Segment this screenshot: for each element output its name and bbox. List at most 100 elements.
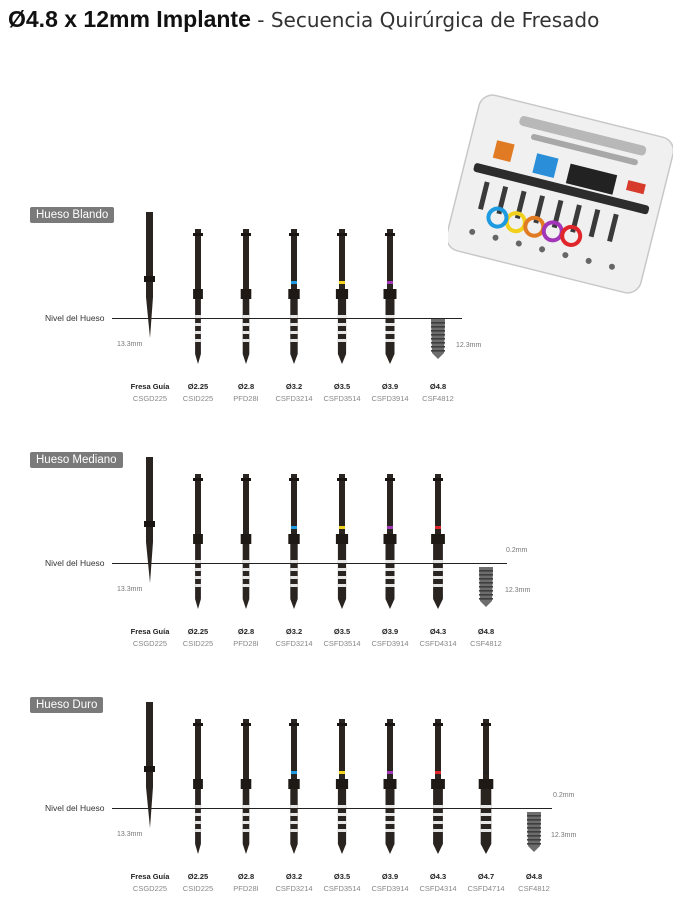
drill-icon	[383, 474, 397, 609]
tool-code: PFD28I	[233, 394, 259, 403]
drill-icon	[193, 719, 203, 854]
tool-code: CSFD3514	[323, 394, 361, 403]
drill-icon	[383, 229, 397, 364]
guide-drill-icon	[144, 457, 155, 583]
tool-code: CSFD4314	[419, 884, 457, 893]
tool-code: CSFD3914	[371, 639, 409, 648]
tool-diameter: Ø4.3	[429, 627, 447, 636]
bone-level-line	[112, 563, 507, 564]
tool-diameter: Ø3.5	[333, 627, 351, 636]
tool-code: CSGD225	[132, 394, 168, 403]
tool-diameter: Fresa Guía	[130, 382, 170, 391]
tool-diameter: Ø2.25	[187, 872, 209, 881]
tool-diameter: Fresa Guía	[130, 627, 170, 636]
tool-code: CSGD225	[132, 639, 168, 648]
bone-type-badge: Hueso Blando	[30, 207, 115, 223]
bone-level-line	[112, 808, 552, 809]
drill-icon	[288, 229, 300, 364]
drill-icon	[193, 474, 203, 609]
tool-code: CSID225	[182, 394, 214, 403]
tool-diameter: Ø3.2	[285, 382, 303, 391]
tool-diameter: Ø3.9	[381, 627, 399, 636]
implant-length-label: 12.3mm	[456, 342, 482, 349]
tool-code: PFD28I	[233, 639, 259, 648]
tool-diameter: Ø2.25	[187, 627, 209, 636]
tool-code: CSGD225	[132, 884, 168, 893]
bone-type-badge: Hueso Mediano	[30, 452, 123, 468]
tool-code: CSF4812	[518, 884, 550, 893]
title-bold: Ø4.8 x 12mm Implante	[8, 6, 251, 32]
guide-drill-icon	[144, 702, 155, 828]
tool-diameter: Ø3.5	[333, 382, 351, 391]
tool-code: CSID225	[182, 639, 214, 648]
drill-icon	[240, 719, 252, 854]
tool-code: CSFD3514	[323, 884, 361, 893]
implant-icon	[431, 319, 445, 359]
tool-diameter: Ø2.8	[237, 627, 255, 636]
drill-icon	[288, 474, 300, 609]
guide-depth-label: 13.3mm	[117, 831, 143, 838]
tool-diameter: Fresa Guía	[130, 872, 170, 881]
drill-icon	[193, 229, 203, 364]
drill-icon	[288, 719, 300, 854]
drill-icon	[335, 719, 349, 854]
guide-depth-label: 13.3mm	[117, 341, 143, 348]
tool-diameter: Ø4.8	[429, 382, 447, 391]
tool-code: CSFD4314	[419, 639, 457, 648]
tool-diameter: Ø3.9	[381, 382, 399, 391]
tool-code: CSFD3514	[323, 639, 361, 648]
drill-icon	[335, 229, 349, 364]
tool-code: CSID225	[182, 884, 214, 893]
tool-code: PFD28I	[233, 884, 259, 893]
page-title: Ø4.8 x 12mm Implante - Secuencia Quirúrg…	[8, 6, 599, 33]
tool-diameter: Ø2.8	[237, 872, 255, 881]
drill-icon	[383, 719, 397, 854]
tool-code: CSF4812	[422, 394, 454, 403]
tool-code: CSFD4714	[467, 884, 505, 893]
section-hueso-mediano: Hueso Mediano Nivel del Hueso 13.3mm 0.2…	[0, 452, 700, 672]
drill-icon	[431, 719, 445, 854]
surgical-kit-tray-image	[445, 92, 675, 302]
tool-code: CSFD3914	[371, 884, 409, 893]
tool-code: CSF4812	[470, 639, 502, 648]
tool-code: CSFD3914	[371, 394, 409, 403]
title-subtitle: - Secuencia Quirúrgica de Fresado	[250, 8, 600, 32]
tool-diameter: Ø2.25	[187, 382, 209, 391]
tool-diameter: Ø4.7	[477, 872, 495, 881]
tool-diameter: Ø4.8	[477, 627, 495, 636]
tool-diameter: Ø3.5	[333, 872, 351, 881]
drill-icon	[478, 719, 494, 854]
implant-offset-label: 0.2mm	[553, 792, 575, 799]
implant-icon	[479, 567, 493, 607]
drill-icon	[335, 474, 349, 609]
bone-level-label: Nivel del Hueso	[45, 558, 105, 568]
bone-level-label: Nivel del Hueso	[45, 313, 105, 323]
drill-icon	[431, 474, 445, 609]
drill-icon	[240, 474, 252, 609]
implant-length-label: 12.3mm	[505, 587, 531, 594]
guide-drill-icon	[144, 212, 155, 338]
drill-icon	[240, 229, 252, 364]
guide-depth-label: 13.3mm	[117, 586, 143, 593]
tool-diameter: Ø3.2	[285, 872, 303, 881]
